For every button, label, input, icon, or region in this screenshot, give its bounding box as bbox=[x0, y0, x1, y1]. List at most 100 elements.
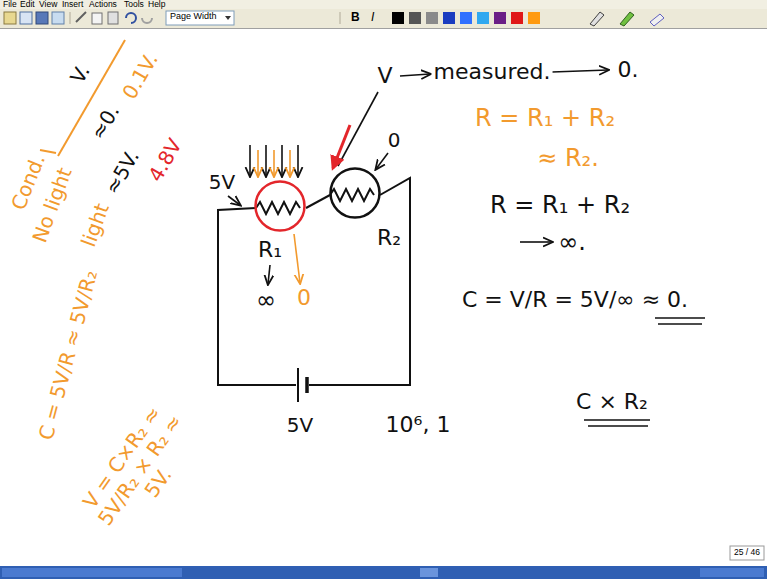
light-arrow bbox=[289, 150, 291, 176]
italic-button: I bbox=[371, 11, 374, 24]
note-arrow bbox=[268, 265, 270, 284]
circle-outline bbox=[254, 180, 306, 232]
equation: C × R₂ bbox=[574, 390, 650, 414]
circle-outline bbox=[329, 167, 381, 219]
page-counter bbox=[730, 546, 764, 560]
toolbar-icon bbox=[142, 18, 152, 23]
menu-item: Actions bbox=[89, 0, 117, 9]
menu-item: View bbox=[39, 0, 57, 9]
light-arrow bbox=[257, 150, 259, 176]
menu-bar bbox=[0, 0, 767, 9]
zoom-dropdown-text: Page Width bbox=[170, 12, 217, 22]
toolbar-separator bbox=[340, 12, 341, 24]
measurement-line bbox=[338, 92, 378, 166]
circled-resistor: R₁ bbox=[254, 180, 306, 232]
double-underline bbox=[588, 425, 648, 427]
battery-symbol bbox=[305, 377, 309, 393]
double-underline bbox=[658, 323, 702, 325]
voltage-label: 0 bbox=[386, 129, 403, 151]
color-swatch bbox=[494, 12, 506, 24]
circle-outline bbox=[256, 182, 305, 231]
highlighter-tool bbox=[620, 12, 634, 26]
table-cell: 0.1V. bbox=[117, 47, 163, 104]
toolbar-icon bbox=[92, 13, 102, 24]
circled-resistor: R₂ bbox=[329, 167, 381, 219]
status-segment bbox=[700, 568, 764, 577]
bold-button: B bbox=[351, 11, 360, 24]
light-arrow bbox=[273, 150, 275, 176]
menu-item: Edit bbox=[20, 0, 35, 9]
status-bar bbox=[0, 566, 767, 579]
color-swatch bbox=[409, 12, 421, 24]
equation: C = 5V/R ≈ 5V/R₂ bbox=[34, 266, 102, 445]
table-rule bbox=[40, 150, 56, 153]
toolbar-icon bbox=[20, 12, 32, 24]
color-swatch bbox=[443, 12, 455, 24]
dropdown-arrow bbox=[225, 16, 231, 20]
circuit-wire bbox=[218, 208, 296, 385]
voltage-label: 5V bbox=[207, 171, 237, 193]
handwritten-note: 0. bbox=[616, 58, 641, 82]
color-swatch bbox=[511, 12, 523, 24]
toolbar-icon bbox=[52, 12, 64, 24]
equation: ∞. bbox=[556, 229, 588, 255]
equation: R = R₁ + R₂ bbox=[488, 192, 632, 218]
table-cell: ≈5V. bbox=[100, 144, 145, 199]
resistor-label: R₁ bbox=[256, 238, 284, 262]
circle-outline bbox=[331, 169, 380, 218]
color-swatch bbox=[477, 12, 489, 24]
color-swatch bbox=[528, 12, 540, 24]
equation: C = V/R = 5V/∞ ≈ 0. bbox=[460, 288, 690, 312]
equation: R = R₁ + R₂ bbox=[473, 105, 617, 131]
note-arrow bbox=[400, 74, 430, 76]
double-underline bbox=[584, 419, 650, 421]
note-arrow bbox=[294, 234, 300, 283]
resistor-label: R₂ bbox=[375, 226, 403, 250]
resistance-value: 0 bbox=[295, 286, 313, 310]
circuit-wire bbox=[309, 178, 410, 385]
toolbar-icon bbox=[4, 12, 16, 24]
page-number: 25 / 46 bbox=[734, 548, 760, 557]
resistor-symbol bbox=[256, 202, 300, 214]
light-arrow bbox=[249, 145, 251, 176]
resistor-symbol bbox=[330, 189, 374, 201]
light-arrow bbox=[297, 145, 299, 176]
note-arrow bbox=[552, 70, 608, 72]
note-arrow bbox=[520, 241, 552, 243]
pointer-arrow bbox=[228, 196, 240, 205]
handwritten-note: 10⁶, 1 bbox=[384, 413, 453, 437]
double-underline bbox=[655, 317, 705, 319]
table-cell: light bbox=[76, 199, 113, 252]
toolbar-icon bbox=[126, 13, 136, 23]
toolbar-icon bbox=[76, 12, 86, 22]
toolbar-separator bbox=[70, 12, 71, 24]
table-rule bbox=[58, 40, 125, 156]
toolbar-icon bbox=[36, 12, 48, 24]
color-swatch bbox=[460, 12, 472, 24]
toolbar-border bbox=[0, 28, 767, 29]
toolbar bbox=[0, 9, 767, 28]
menu-item: Help bbox=[148, 0, 165, 9]
table-cell: ≈0. bbox=[86, 99, 125, 145]
color-swatch bbox=[392, 12, 404, 24]
battery-symbol bbox=[297, 368, 299, 402]
voltage-label: V bbox=[375, 64, 394, 88]
status-segment bbox=[420, 568, 438, 577]
resistance-value: ∞ bbox=[254, 287, 278, 313]
light-arrow bbox=[265, 145, 267, 176]
zoom-dropdown bbox=[166, 11, 234, 25]
table-cell: 4.8V bbox=[143, 133, 187, 187]
pen-tool bbox=[590, 12, 604, 26]
toolbar-icon bbox=[108, 12, 118, 24]
status-segment bbox=[2, 568, 182, 577]
battery-voltage: 5V bbox=[285, 414, 315, 436]
menu-item: Tools bbox=[124, 0, 144, 9]
table-header: V. bbox=[65, 59, 95, 89]
color-swatch bbox=[426, 12, 438, 24]
equation: V = C×R₂ ≈ 5V/R₂ × R₂ ≈ 5V. bbox=[69, 388, 211, 552]
pointer-arrow bbox=[376, 153, 388, 169]
equation: ≈ R₂. bbox=[535, 145, 601, 171]
circuit-wire bbox=[306, 195, 330, 208]
eraser-tool bbox=[650, 14, 664, 26]
